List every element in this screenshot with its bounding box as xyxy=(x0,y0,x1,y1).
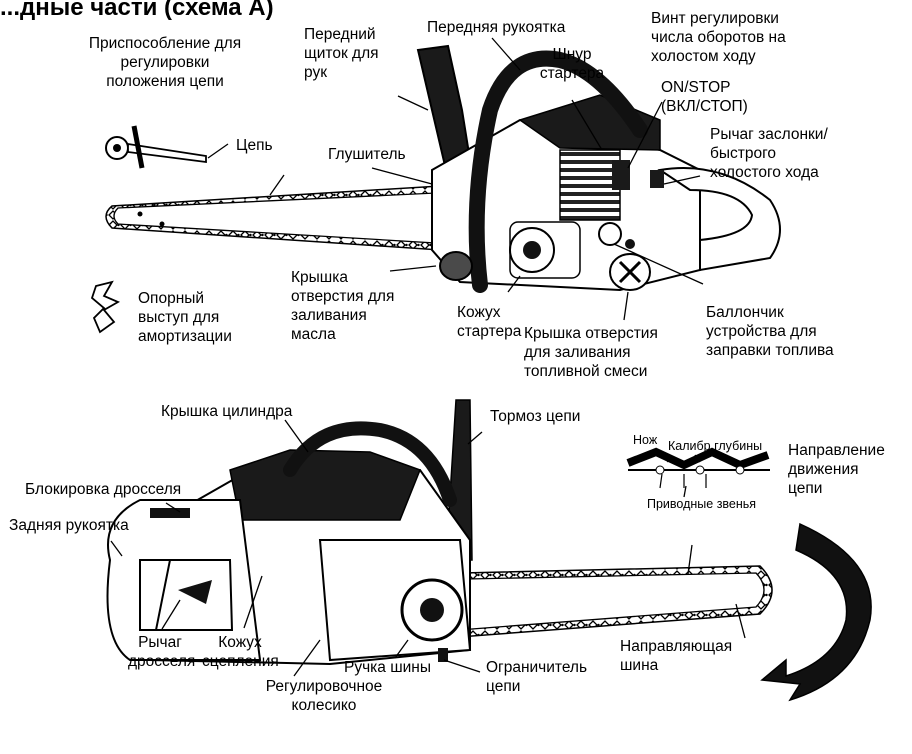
top-cylinder-fins xyxy=(560,150,620,220)
label-chain-catcher: Ограничитель цепи xyxy=(486,658,587,696)
chain-detail-inset xyxy=(628,452,770,488)
label-bumper-spike: Опорный выступ для амортизации xyxy=(138,289,232,346)
label-throttle-trigger: Рычаг дросселя xyxy=(128,633,192,671)
label-throttle-lockout: Блокировка дросселя xyxy=(25,480,181,499)
label-starter-cover: Кожух стартера xyxy=(457,303,521,341)
label-primer-bulb: Баллончик устройства для заправки топлив… xyxy=(706,303,834,360)
label-on-stop: ON/STOP (ВКЛ/СТОП) xyxy=(661,78,748,116)
label-chain: Цепь xyxy=(236,136,273,155)
label-rear-handle: Задняя рукоятка xyxy=(9,516,129,535)
label-chain-adjust-tool: Приспособление для регулировки положения… xyxy=(59,34,271,91)
label-adjuster-wheel: Регулировочное колесико xyxy=(256,677,392,715)
bumper-spike-drawing xyxy=(92,282,118,332)
label-front-handle: Передняя рукоятка xyxy=(427,18,565,37)
label-inset-depth-gauge: Калибр глубины xyxy=(668,439,762,454)
chain-adjust-tool-drawing xyxy=(106,126,206,168)
bottom-throttle-lockout xyxy=(150,508,190,518)
label-inset-cutter: Нож xyxy=(633,433,657,448)
label-front-hand-guard: Передний щиток для рук xyxy=(304,25,379,82)
bottom-cylinder-cover xyxy=(230,450,420,520)
top-front-hand-guard xyxy=(418,46,470,170)
label-oil-cap: Крышка отверстия для заливания масла xyxy=(291,268,394,344)
label-idle-screw: Винт регулировки числа оборотов на холос… xyxy=(651,9,786,66)
label-inset-drive-links: Приводные звенья xyxy=(647,497,756,512)
label-cylinder-cover: Крышка цилиндра xyxy=(161,402,292,421)
label-chain-direction: Направление движения цепи xyxy=(788,441,885,498)
label-choke-lever: Рычаг заслонки/ быстрого холостого хода xyxy=(710,125,828,182)
label-clutch-cover: Кожух сцепления xyxy=(202,633,278,671)
chain-direction-arrow xyxy=(762,524,871,700)
label-fuel-cap: Крышка отверстия для заливания топливной… xyxy=(524,324,658,381)
label-muffler: Глушитель xyxy=(328,145,406,164)
label-chain-brake: Тормоз цепи xyxy=(490,407,580,426)
top-oil-cap xyxy=(440,252,472,280)
top-primer-bulb xyxy=(599,223,621,245)
label-starter-rope: Шнур стартера xyxy=(537,45,607,83)
label-bar-knob: Ручка шины xyxy=(344,658,431,677)
label-guide-bar: Направляющая шина xyxy=(620,637,732,675)
